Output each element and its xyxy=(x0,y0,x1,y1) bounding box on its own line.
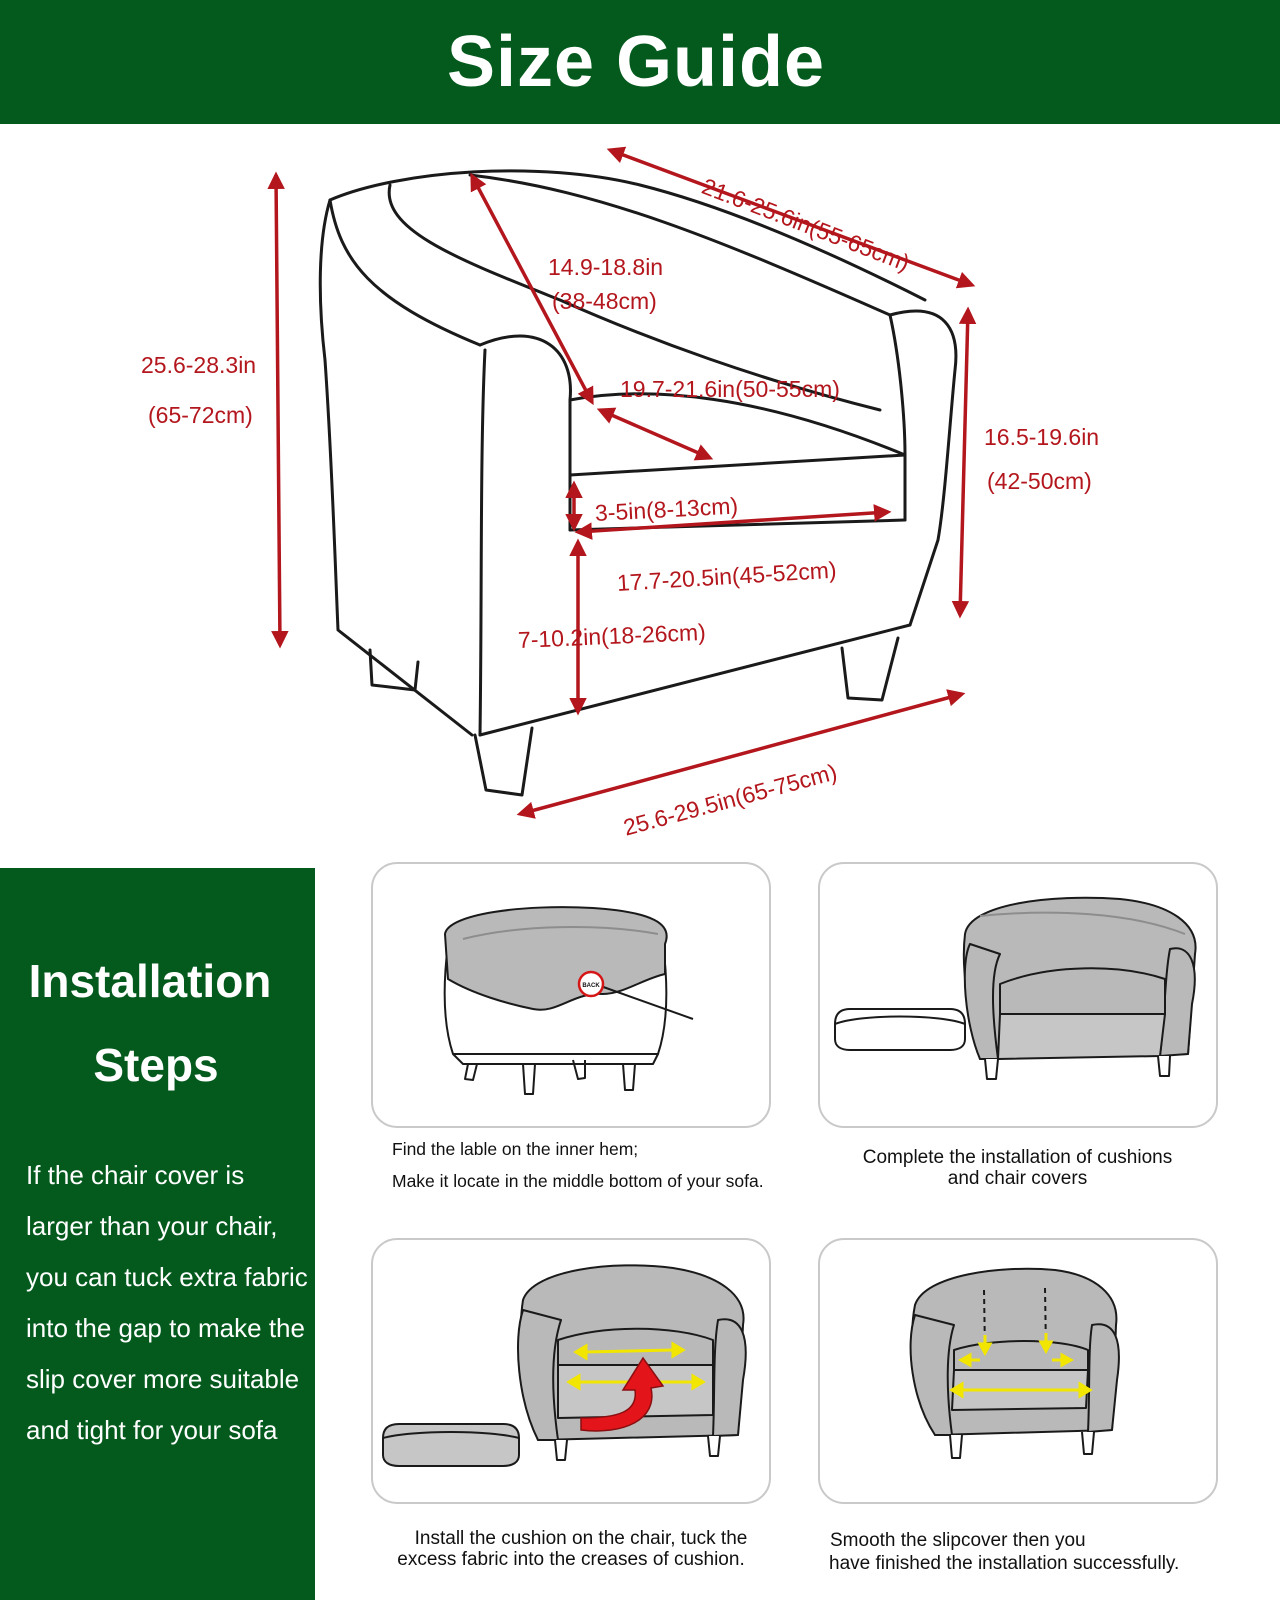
dimension-arrows xyxy=(267,146,977,819)
dim-total-height-inch: 25.6-28.3in xyxy=(141,352,257,378)
step-4-illustration xyxy=(818,1238,1218,1504)
step-1-caption-line2: Make it locate in the middle bottom of y… xyxy=(392,1171,764,1191)
step-3-caption-line1: Install the cushion on the chair, tuck t… xyxy=(414,1528,748,1549)
step-3-illustration xyxy=(371,1238,771,1504)
step-2-caption-line2: and chair covers xyxy=(947,1168,1088,1189)
back-tag-text: BACK xyxy=(582,983,600,989)
step-1-illustration: BACK xyxy=(371,862,771,1128)
dim-back-depth-inch: 14.9-18.8in xyxy=(548,254,664,280)
dim-arm-height-inch: 16.5-19.6in xyxy=(984,424,1100,450)
dim-arm-height-cm: (42-50cm) xyxy=(987,468,1092,494)
dim-seat-depth: 19.7-21.6in(50-55cm) xyxy=(620,376,840,402)
installation-title-line1: Installation xyxy=(28,955,272,1007)
installation-title-line2: Steps xyxy=(93,1039,219,1091)
step-2-caption-line1: Complete the installation of cushions xyxy=(862,1147,1173,1168)
installation-sidebar: Installation Steps If the chair cover is… xyxy=(0,868,315,1600)
header-banner: Size Guide xyxy=(0,0,1280,124)
step-1-caption-line1: Find the lable on the inner hem; xyxy=(392,1139,639,1159)
chair-outline-diagram xyxy=(267,146,977,819)
step-3-caption-line2: excess fabric into the creases of cushio… xyxy=(397,1549,745,1570)
dim-back-depth-cm: (38-48cm) xyxy=(552,288,657,314)
step-2-illustration xyxy=(818,862,1218,1128)
step-4-caption-line1: Smooth the slipcover then you xyxy=(830,1530,1086,1551)
dim-total-height-cm: (65-72cm) xyxy=(148,402,253,428)
step-4-caption-line2: have finished the installation successfu… xyxy=(829,1553,1180,1574)
page-title: Size Guide xyxy=(446,22,826,102)
installation-note: If the chair cover is larger than your c… xyxy=(26,1160,308,1445)
